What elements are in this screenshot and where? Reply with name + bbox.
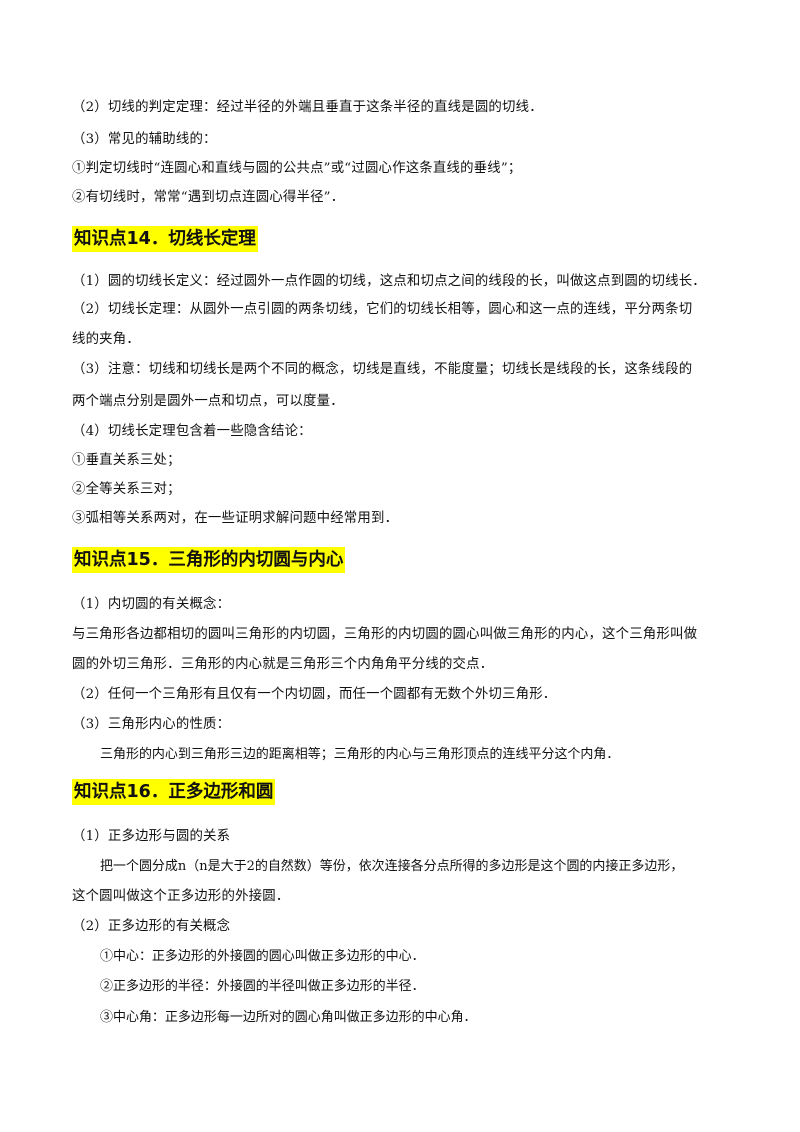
s14-conclusion-item-1: ①垂直关系三处； — [72, 453, 181, 468]
s14-implicit-conclusions: （4）切线长定理包含着一些隐含结论： — [72, 424, 312, 439]
s16-concept-item-2: ②正多边形的半径：外接圆的半径叫做正多边形的半径． — [100, 979, 425, 994]
s14-conclusion-item-2: ②全等关系三对； — [72, 482, 181, 497]
s14-conclusion-item-3: ③弧相等关系两对，在一些证明求解问题中经常用到． — [72, 511, 399, 526]
s15-properties-heading: （3）三角形内心的性质： — [72, 717, 231, 732]
s14-theorem-line-2: 线的夹角． — [72, 332, 140, 347]
s16-concept-item-1: ①中心：正多边形的外接圆的圆心叫做正多边形的中心． — [100, 949, 425, 964]
section-16-title: 知识点16．正多边形和圆 — [72, 779, 276, 805]
tangent-criterion-text: （2）切线的判定定理：经过半径的外端且垂直于这条半径的直线是圆的切线． — [72, 100, 543, 115]
s14-note-line-2: 两个端点分别是圆外一点和切点，可以度量． — [72, 394, 344, 409]
s16-relation-heading: （1）正多边形与圆的关系 — [72, 829, 231, 844]
s14-note-line-1: （3）注意：切线和切线长是两个不同的概念，切线是直线，不能度量；切线长是线段的长… — [72, 362, 693, 377]
s16-relation-line-1: 把一个圆分成n（n是大于2的自然数）等份，依次连接各分点所得的多边形是这个圆的内… — [100, 859, 684, 874]
s15-definition-line-1: 与三角形各边都相切的圆叫三角形的内切圆，三角形的内切圆的圆心叫做三角形的内心，这… — [72, 627, 698, 642]
section-14-title: 知识点14．切线长定理 — [72, 226, 258, 252]
s16-concepts-heading: （2）正多边形的有关概念 — [72, 919, 231, 934]
auxiliary-lines-heading: （3）常见的辅助线的： — [72, 132, 217, 147]
s15-existence: （2）任何一个三角形有且仅有一个内切圆，而任一个圆都有无数个外切三角形． — [72, 687, 557, 702]
s14-definition: （1）圆的切线长定义：经过圆外一点作圆的切线，这点和切点之间的线段的长，叫做这点… — [72, 274, 706, 289]
s15-definition-line-2: 圆的外切三角形．三角形的内心就是三角形三个内角角平分线的交点． — [72, 657, 494, 672]
section-15-title: 知识点15．三角形的内切圆与内心 — [72, 547, 346, 573]
auxiliary-line-item-2: ②有切线时，常常“遇到切点连圆心得半径”． — [72, 190, 345, 205]
s15-concepts-heading: （1）内切圆的有关概念： — [72, 597, 231, 612]
auxiliary-line-item-1: ①判定切线时“连圆心和直线与圆的公共点”或“过圆心作这条直线的垂线”； — [72, 161, 522, 176]
s16-relation-line-2: 这个圆叫做这个正多边形的外接圆． — [72, 889, 290, 904]
s14-theorem-line-1: （2）切线长定理：从圆外一点引圆的两条切线，它们的切线长相等，圆心和这一点的连线… — [72, 302, 693, 317]
s16-concept-item-3: ③中心角：正多边形每一边所对的圆心角叫做正多边形的中心角． — [100, 1010, 477, 1025]
s15-properties-text: 三角形的内心到三角形三边的距离相等；三角形的内心与三角形顶点的连线平分这个内角． — [100, 747, 620, 762]
